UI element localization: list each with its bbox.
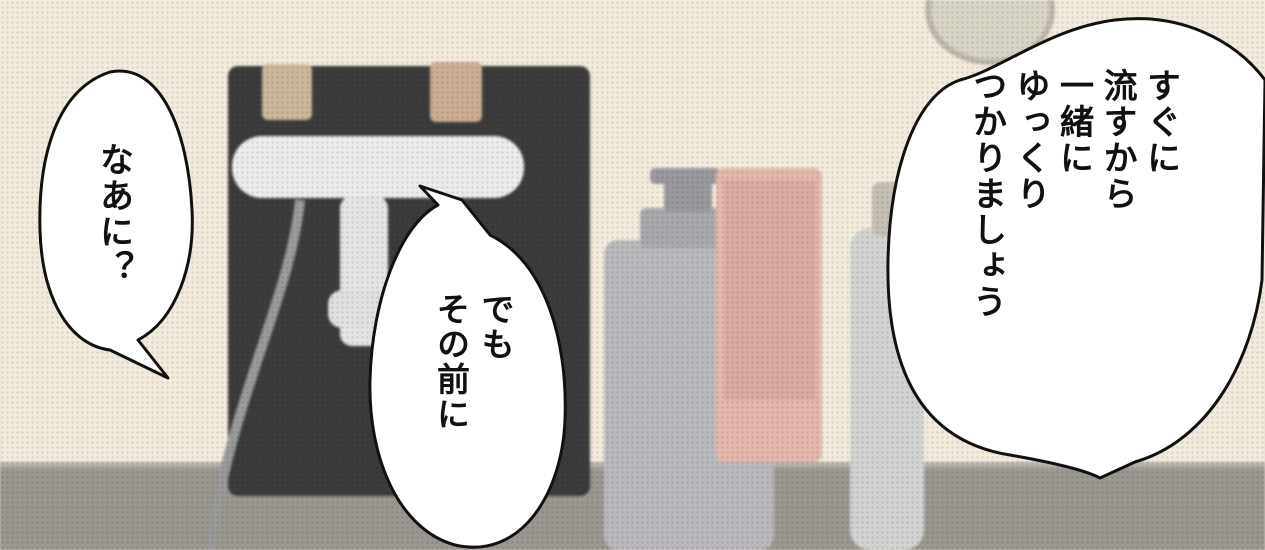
balloon-left (38, 69, 194, 380)
round-light (925, 0, 1055, 65)
balloon-right (886, 17, 1265, 480)
balloon-middle (368, 184, 567, 549)
left-valve (262, 64, 312, 120)
balloon-middle-text: でも その前に (431, 292, 516, 432)
right-valve (430, 62, 482, 122)
faucet-body (232, 136, 524, 198)
shower-hose (205, 199, 305, 550)
balloon-left-text: なあに？ (93, 142, 134, 286)
balloon-right-text: すぐに 流すから 一緒に ゆっくり つかりましょう (966, 68, 1181, 320)
